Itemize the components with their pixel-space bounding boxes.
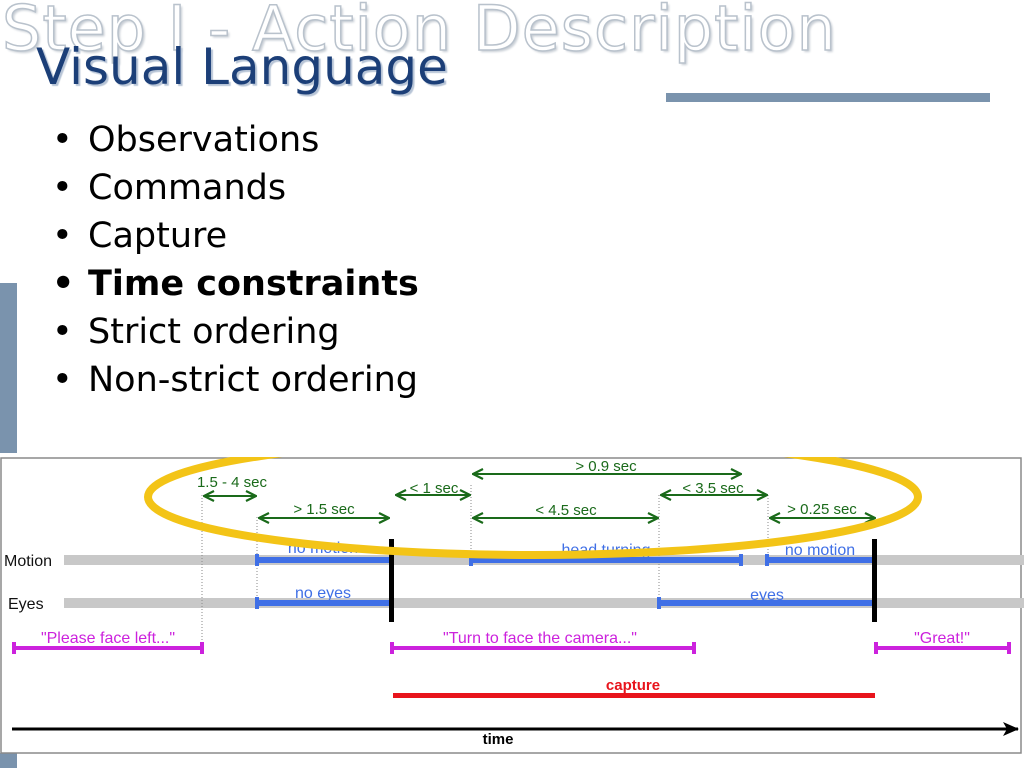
obs-bar-no-motion-2 xyxy=(766,557,876,563)
cmd-bar-please-face-left xyxy=(14,646,204,650)
obs-bar-end xyxy=(739,554,743,566)
highlight-ellipse xyxy=(144,457,922,559)
obs-label-no-eyes: no eyes xyxy=(295,585,351,602)
capture-bar xyxy=(393,693,875,698)
slide-title: Visual Language xyxy=(36,38,448,96)
constraint-label-lt-1-sec: < 1 sec xyxy=(410,480,459,497)
bullet-time-constraints: • Time constraints xyxy=(52,260,419,308)
bullet-dot: • xyxy=(52,168,73,208)
obs-bar-end xyxy=(469,554,473,566)
obs-bar-end xyxy=(765,554,769,566)
bullet-text: Strict ordering xyxy=(88,312,340,352)
obs-bar-no-eyes xyxy=(255,600,391,606)
constraint-label-gt-0-9-sec: > 0.9 sec xyxy=(575,458,637,475)
bullet-strict-ordering: • Strict ordering xyxy=(52,308,419,356)
constraint-label-gt-1-5-sec: > 1.5 sec xyxy=(293,501,355,518)
bullet-text: Observations xyxy=(88,120,320,160)
eyes-track xyxy=(64,598,1024,608)
side-accent-bar xyxy=(0,283,17,453)
bullet-dot: • xyxy=(52,312,73,352)
obs-label-no-motion-2: no motion xyxy=(785,542,855,559)
cmd-bar-great xyxy=(876,646,1010,650)
bullet-non-strict-ordering: • Non-strict ordering xyxy=(52,356,419,404)
constraint-label-gt-0-25-sec: > 0.25 sec xyxy=(787,501,857,518)
timeline-svg: Motion Eyes no motion head turning no mo… xyxy=(0,457,1024,754)
row-label-motion: Motion xyxy=(4,553,52,570)
cmd-label-turn-to-face: "Turn to face the camera..." xyxy=(443,630,637,647)
bullet-dot: • xyxy=(52,264,75,304)
bullet-list: • Observations • Commands • Capture • Time c… xyxy=(52,116,419,404)
cmd-bar-end xyxy=(200,642,204,654)
observation-bars xyxy=(255,554,876,609)
cmd-bar-end xyxy=(390,642,394,654)
constraint-label-lt-4-5-sec: < 4.5 sec xyxy=(535,502,597,519)
constraint-label-lt-3-5-sec: < 3.5 sec xyxy=(682,480,744,497)
obs-bar-end xyxy=(657,597,661,609)
cmd-bar-end xyxy=(874,642,878,654)
constraint-arrows xyxy=(204,474,875,518)
bullet-text: Time constraints xyxy=(88,264,419,304)
obs-bar-head-turning xyxy=(470,557,742,563)
obs-bar-end xyxy=(255,597,259,609)
bullet-capture: • Capture xyxy=(52,212,419,260)
cmd-label-please-face-left: "Please face left..." xyxy=(41,630,175,647)
obs-label-eyes: eyes xyxy=(750,587,784,604)
timeline-diagram: Motion Eyes no motion head turning no mo… xyxy=(0,457,1024,768)
side-accent-bar-bottom xyxy=(0,753,17,768)
sync-bar-1 xyxy=(389,539,394,622)
cmd-label-great: "Great!" xyxy=(914,630,970,647)
cmd-bar-end xyxy=(1007,642,1011,654)
title-underline xyxy=(666,93,990,102)
ghost-slide-title: Step I - Action Description xyxy=(1,0,837,66)
bullet-dot: • xyxy=(52,360,73,400)
obs-bar-end xyxy=(255,554,259,566)
bullet-dot: • xyxy=(52,216,73,256)
bullet-text: Non-strict ordering xyxy=(88,360,419,400)
cmd-bar-end xyxy=(692,642,696,654)
bullet-text: Capture xyxy=(88,216,228,256)
row-label-eyes: Eyes xyxy=(8,596,44,613)
obs-bar-eyes xyxy=(658,600,874,606)
bullet-observations: • Observations xyxy=(52,116,419,164)
time-axis-label: time xyxy=(483,731,514,748)
cmd-bar-end xyxy=(12,642,16,654)
obs-bar-no-motion-1 xyxy=(255,557,391,563)
command-bars xyxy=(12,642,1011,654)
capture-label: capture xyxy=(606,677,660,694)
bullet-dot: • xyxy=(52,120,73,160)
constraint-label-1-5-4-sec: 1.5 - 4 sec xyxy=(197,474,268,491)
bullet-text: Commands xyxy=(88,168,287,208)
sync-bar-2 xyxy=(872,539,877,622)
cmd-bar-turn-to-face xyxy=(392,646,694,650)
bullet-commands: • Commands xyxy=(52,164,419,212)
